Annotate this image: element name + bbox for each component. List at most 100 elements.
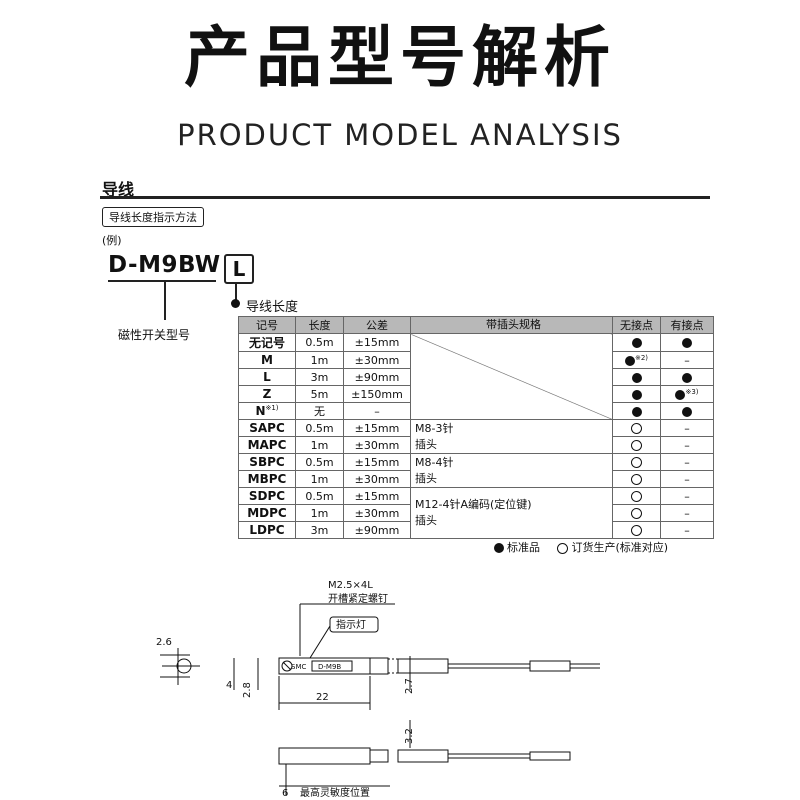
dash-mark: – <box>684 472 690 486</box>
table-row: Z 5m±150mm ※3) <box>238 385 714 403</box>
filled-dot-icon <box>682 406 692 417</box>
dim-2-8: 2.8 <box>242 682 253 698</box>
row-tolerance: ±15mm <box>343 453 411 471</box>
footnote-mark: ※3) <box>685 387 699 396</box>
row-no-contact <box>612 487 661 505</box>
connector-spec-line: 插头 <box>415 471 437 485</box>
row-tolerance: ±30mm <box>343 504 411 522</box>
cable-end-side <box>529 751 571 761</box>
connector-spec-line: M8-3针 <box>415 421 454 435</box>
row-code-text: L <box>263 370 271 384</box>
row-length: 5m <box>295 385 344 403</box>
row-code-text: SDPC <box>248 489 286 503</box>
row-length: 0.5m <box>295 487 344 505</box>
body-marking-model: D-M9B <box>318 663 341 671</box>
dim-2-7: 2.7 <box>404 678 415 694</box>
row-no-contact <box>612 385 661 403</box>
row-code: N※1) <box>238 402 296 420</box>
row-code-text: SAPC <box>249 421 285 435</box>
dim-2-6: 2.6 <box>156 637 172 648</box>
sensor-tail <box>369 657 389 675</box>
sub-heading: 导线长度指示方法 <box>102 207 204 227</box>
row-tolerance: ±150mm <box>343 385 411 403</box>
filled-dot-icon <box>631 406 642 417</box>
row-contact <box>660 333 714 352</box>
dim-22: 22 <box>316 692 329 703</box>
row-contact: – <box>660 419 714 437</box>
dash-mark: – <box>684 353 690 367</box>
row-length: 3m <box>295 368 344 386</box>
row-length: 1m <box>295 351 344 369</box>
sensor-body-side <box>278 747 371 765</box>
screw-desc: 开槽紧定螺钉 <box>328 592 388 605</box>
cable-sleeve-side <box>397 749 449 763</box>
row-tolerance: ±30mm <box>343 351 411 369</box>
connector-spec-line: 插头 <box>415 514 437 527</box>
row-no-contact <box>612 504 661 522</box>
hollow-ring-icon <box>631 508 642 519</box>
hollow-ring-icon <box>631 525 642 536</box>
row-code: MAPC <box>238 436 296 454</box>
body-marking-smc: SMC <box>291 663 306 671</box>
hollow-ring-icon <box>631 474 642 485</box>
connector-na-cell <box>410 333 613 420</box>
connector-spec-line: 插头 <box>415 437 437 451</box>
row-code-text: LDPC <box>249 523 285 537</box>
row-code: SBPC <box>238 453 296 471</box>
row-no-contact <box>612 333 661 352</box>
section-divider <box>100 196 710 199</box>
row-code-text: 无记号 <box>248 336 285 350</box>
screw-icon <box>281 660 293 672</box>
row-code-text: MBPC <box>247 472 287 486</box>
filled-dot-icon <box>624 355 635 366</box>
indicator-window <box>311 660 353 672</box>
legend: 标准品 订货生产(标准对应) <box>494 539 668 555</box>
filled-dot-icon <box>631 338 642 348</box>
row-code-text: N <box>255 404 266 418</box>
row-tolerance: ±15mm <box>343 419 411 437</box>
row-tolerance: ±90mm <box>343 521 411 539</box>
legend-standard: 标准品 <box>507 541 540 554</box>
row-length: 1m <box>295 504 344 522</box>
footnote-mark: ※1) <box>265 404 279 412</box>
row-tolerance: ±90mm <box>343 368 411 386</box>
sensing-position-label: 最高灵敏度位置 <box>300 786 370 799</box>
row-contact: – <box>660 521 714 539</box>
connector-spec: M8-3针插头 <box>410 419 613 454</box>
row-contact <box>660 402 714 420</box>
row-no-contact <box>612 453 661 471</box>
dash-mark: – <box>684 506 690 520</box>
row-code: MDPC <box>238 504 296 522</box>
row-code: Z <box>238 385 296 403</box>
model-connector-line <box>164 282 166 320</box>
row-contact: – <box>660 504 714 522</box>
indicator-callout <box>329 616 379 633</box>
row-code-text: SBPC <box>249 455 285 469</box>
row-length: 0.5m <box>295 453 344 471</box>
model-suffix-box: L <box>224 254 254 284</box>
row-code: 无记号 <box>238 333 296 352</box>
dim-4: 4 <box>226 680 232 691</box>
row-code-text: Z <box>262 387 272 401</box>
table-header-row: 记号 长度 公差 带插头规格 无接点 有接点 <box>238 316 714 334</box>
filled-dot-icon <box>631 389 642 400</box>
row-length: 无 <box>295 402 344 420</box>
filled-dot-icon <box>682 338 692 348</box>
filled-dot-icon <box>631 372 642 383</box>
connector-spec: M12-4针A编码(定位键) 插头 <box>410 487 613 539</box>
header-code: 记号 <box>238 316 296 334</box>
row-contact <box>660 368 714 386</box>
row-tolerance: ±30mm <box>343 470 411 488</box>
row-contact: ※3) <box>660 385 714 403</box>
row-contact: – <box>660 351 714 369</box>
connector-spec-line: M12-4针A编码(定位键) <box>415 498 532 511</box>
row-code-text: MDPC <box>247 506 287 520</box>
dim-3-2: 3.2 <box>404 728 415 744</box>
table-row: N※1)无– <box>238 402 714 420</box>
row-no-contact <box>612 402 661 420</box>
